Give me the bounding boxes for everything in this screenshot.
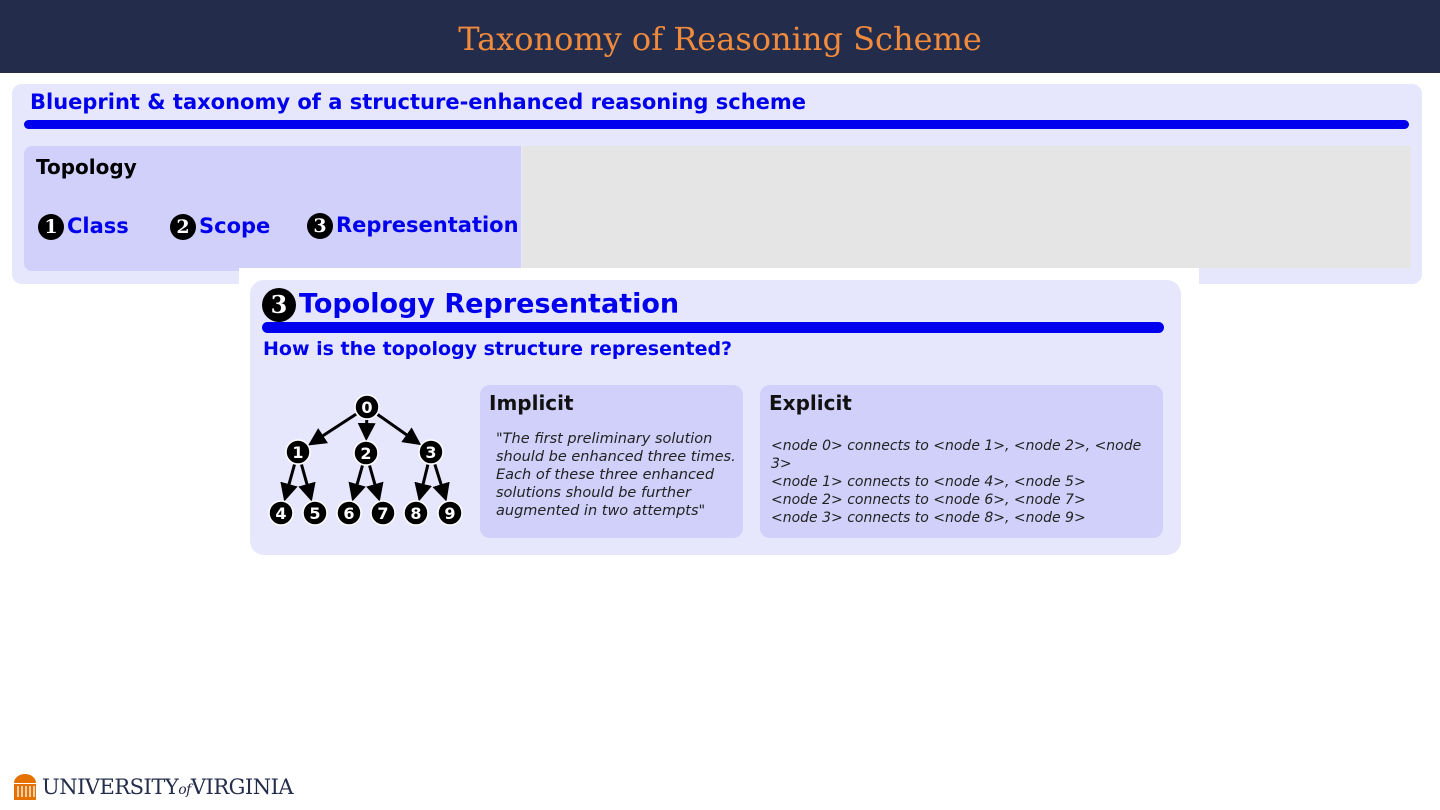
tree-edge [366,465,384,502]
tree-node-label: 4 [275,504,286,523]
tree-node-label: 5 [309,504,320,523]
tree-edge [298,464,316,502]
explicit-line: <node 2> connects to <node 6>, <node 7> [771,492,1086,508]
item-label: Scope [199,214,271,238]
rotunda-icon [14,774,36,800]
implicit-text: "The first preliminary solution should b… [496,431,736,519]
tree-edge [432,463,450,502]
tree-edge [348,465,366,502]
explicit-line: <node 0> connects to <node 1>, <node 2>,… [771,438,1142,472]
tree-node-label: 8 [410,504,421,523]
explicit-lines: <node 0> connects to <node 1>, <node 2>,… [771,437,1163,527]
tree-edge [376,413,422,446]
tree-node-label: 9 [444,504,455,523]
item-label: Representation [336,213,519,237]
card-title-text: Topology Representation [299,288,680,320]
divider-bar [24,120,1409,129]
topology-label: Topology [36,155,137,179]
card-divider [262,322,1164,333]
implicit-box: Implicit "The first preliminary solution… [480,385,743,538]
explicit-line: <node 1> connects to <node 4>, <node 5> [771,474,1086,490]
tree-node [285,439,311,465]
number-badge: 1 [38,214,64,240]
card-question: How is the topology structure represente… [263,338,733,360]
uva-logo: UNIVERSITYofVIRGINIA [12,773,294,801]
number-badge: 2 [170,214,196,240]
slide-title: Taxonomy of Reasoning Scheme [458,20,982,58]
explicit-box: Explicit <node 0> connects to <node 1>, … [760,385,1163,538]
explicit-line: <node 3> connects to <node 8>, <node 9> [771,510,1086,526]
tree-node [302,500,328,526]
tree-node [354,394,380,420]
blueprint-title: Blueprint & taxonomy of a structure-enha… [30,90,807,114]
tree-node-label: 1 [292,443,303,462]
tree-node [418,439,444,465]
placeholder-area [522,146,1411,268]
tree-node-label: 6 [343,504,354,523]
header-bar [0,0,1440,73]
tree-node-label: 3 [425,443,436,462]
tree-node [403,500,429,526]
number-badge: 3 [262,288,296,322]
tree-node-label: 0 [361,398,372,417]
tree-edge [308,412,357,446]
tree-node [370,500,396,526]
tree-node [353,440,379,466]
tree-edge [414,464,432,502]
number-badge: 3 [307,213,333,239]
tree-node [336,500,362,526]
tree-node-label: 2 [360,444,371,463]
tree-edge [280,464,298,502]
item-label: Class [67,214,129,238]
explicit-title: Explicit [769,391,852,415]
tree-node [268,500,294,526]
tree-diagram: 0 1 2 3 4 5 6 7 8 9 [268,394,463,526]
tree-node [437,500,463,526]
implicit-title: Implicit [489,391,574,415]
tree-node-label: 7 [377,504,388,523]
